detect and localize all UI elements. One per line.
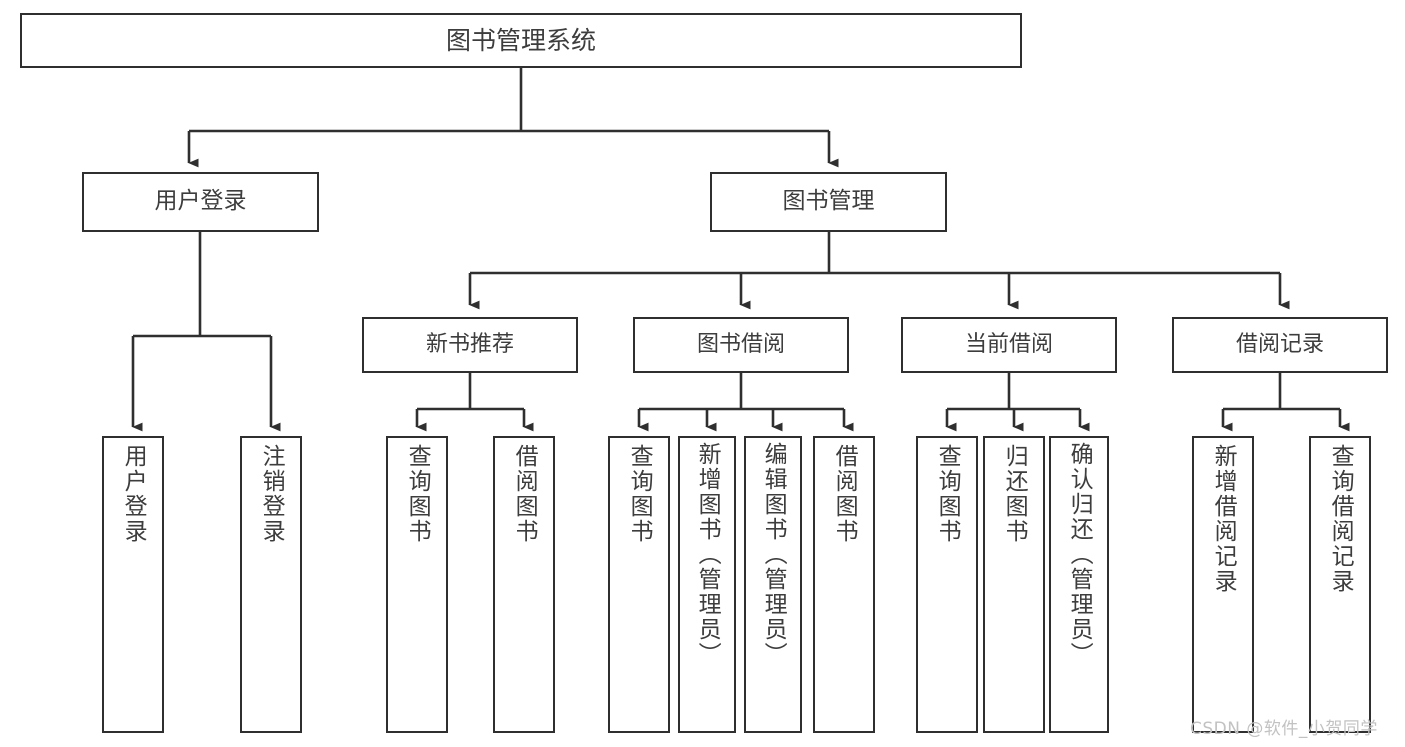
node-user-login[interactable]: 用户登录 xyxy=(82,172,319,232)
leaf-book-borrow-add-label: 新增图书（管理员） xyxy=(694,442,721,667)
watermark-text: CSDN @软件_小贺同学 xyxy=(1190,719,1378,739)
leaf-borrow-record-add-label: 新增借阅记录 xyxy=(1210,444,1237,594)
leaf-book-borrow-add[interactable]: 新增图书（管理员） xyxy=(678,436,736,733)
node-borrow-record[interactable]: 借阅记录 xyxy=(1172,317,1388,373)
leaf-current-borrow-confirm-label: 确认归还（管理员） xyxy=(1066,442,1093,667)
node-root[interactable]: 图书管理系统 xyxy=(20,13,1022,68)
leaf-user-login-login-label: 用户登录 xyxy=(120,444,147,544)
node-borrow-record-label: 借阅记录 xyxy=(1235,332,1324,358)
leaf-book-borrow-query[interactable]: 查询图书 xyxy=(608,436,670,733)
leaf-borrow-record-query[interactable]: 查询借阅记录 xyxy=(1309,436,1371,733)
leaf-current-borrow-query[interactable]: 查询图书 xyxy=(916,436,978,733)
leaf-book-borrow-query-label: 查询图书 xyxy=(626,444,653,544)
leaf-current-borrow-return[interactable]: 归还图书 xyxy=(983,436,1045,733)
node-user-login-label: 用户登录 xyxy=(154,188,247,215)
node-new-book-recommend[interactable]: 新书推荐 xyxy=(362,317,578,373)
node-root-label: 图书管理系统 xyxy=(445,25,596,55)
leaf-user-login-logout[interactable]: 注销登录 xyxy=(240,436,302,733)
node-book-borrow-label: 图书借阅 xyxy=(696,332,785,358)
node-book-borrow[interactable]: 图书借阅 xyxy=(633,317,849,373)
leaf-book-borrow-edit-label: 编辑图书（管理员） xyxy=(760,442,787,667)
node-current-borrow-label: 当前借阅 xyxy=(964,332,1053,358)
leaf-new-book-borrow-label: 借阅图书 xyxy=(511,444,538,544)
node-current-borrow[interactable]: 当前借阅 xyxy=(901,317,1117,373)
leaf-user-login-logout-label: 注销登录 xyxy=(258,444,285,544)
leaf-book-borrow-edit[interactable]: 编辑图书（管理员） xyxy=(744,436,802,733)
leaf-borrow-record-query-label: 查询借阅记录 xyxy=(1327,444,1354,594)
leaf-borrow-record-add[interactable]: 新增借阅记录 xyxy=(1192,436,1254,733)
node-new-book-recommend-label: 新书推荐 xyxy=(425,332,514,358)
leaf-new-book-borrow[interactable]: 借阅图书 xyxy=(493,436,555,733)
leaf-user-login-login[interactable]: 用户登录 xyxy=(102,436,164,733)
leaf-current-borrow-query-label: 查询图书 xyxy=(934,444,961,544)
leaf-book-borrow-borrow-label: 借阅图书 xyxy=(831,444,858,544)
leaf-current-borrow-return-label: 归还图书 xyxy=(1001,444,1028,544)
leaf-new-book-query[interactable]: 查询图书 xyxy=(386,436,448,733)
leaf-book-borrow-borrow[interactable]: 借阅图书 xyxy=(813,436,875,733)
leaf-current-borrow-confirm[interactable]: 确认归还（管理员） xyxy=(1049,436,1109,733)
node-book-management-label: 图书管理 xyxy=(782,188,875,215)
node-book-management[interactable]: 图书管理 xyxy=(710,172,947,232)
leaf-new-book-query-label: 查询图书 xyxy=(404,444,431,544)
